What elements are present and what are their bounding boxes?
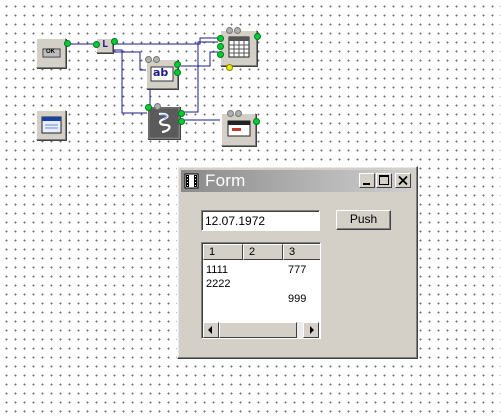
- event-pin[interactable]: [226, 64, 233, 71]
- edit-component-caption: ab: [153, 66, 169, 79]
- splitter-component[interactable]: L: [93, 38, 118, 53]
- output-pin[interactable]: [254, 33, 261, 40]
- output-pin[interactable]: [174, 61, 181, 68]
- button-component-caption: OK: [46, 49, 55, 55]
- form-window[interactable]: Form 12.07.1972 Push: [177, 166, 418, 359]
- splitter-icon: L: [102, 39, 109, 50]
- input-pin[interactable]: [93, 41, 100, 48]
- maximize-button[interactable]: [376, 173, 392, 188]
- input-pin[interactable]: [217, 35, 224, 42]
- input-pin[interactable]: [217, 43, 224, 50]
- input-pin[interactable]: [153, 56, 160, 63]
- button-component[interactable]: OK: [36, 38, 71, 68]
- output-pin[interactable]: [111, 38, 118, 45]
- script-icon: [150, 109, 178, 137]
- push-button[interactable]: Push: [336, 210, 391, 230]
- output-pin[interactable]: [178, 118, 185, 125]
- minimize-icon: [363, 183, 370, 185]
- form-component[interactable]: [36, 110, 66, 140]
- input-pin[interactable]: [145, 104, 152, 111]
- input-pin[interactable]: [227, 110, 234, 117]
- input-pin[interactable]: [145, 56, 152, 63]
- output-pin[interactable]: [253, 118, 260, 125]
- grid-component[interactable]: [217, 27, 261, 71]
- output-pin[interactable]: [178, 110, 185, 117]
- close-button[interactable]: [395, 173, 411, 188]
- arrow-left-icon: [208, 326, 212, 334]
- input-pin[interactable]: [154, 103, 161, 110]
- scroll-right-button[interactable]: [303, 322, 319, 338]
- grid-header: 1 2 3: [203, 244, 320, 261]
- form-icon: [41, 116, 62, 134]
- edit-component[interactable]: ab: [145, 56, 181, 89]
- grid-icon: [228, 36, 250, 58]
- input-pin[interactable]: [235, 110, 242, 117]
- date-input[interactable]: 12.07.1972: [201, 210, 320, 231]
- scroll-left-button[interactable]: [203, 322, 219, 338]
- input-pin[interactable]: [234, 27, 241, 34]
- grid-column-header[interactable]: 1: [203, 244, 243, 260]
- edit-icon: [150, 66, 174, 82]
- input-pin[interactable]: [226, 27, 233, 34]
- grid-column-header[interactable]: 3: [283, 244, 320, 260]
- string-grid[interactable]: 1 2 3 1111 777 2222 999: [201, 242, 321, 339]
- grid-cell[interactable]: 999: [288, 293, 307, 305]
- button-icon: [42, 48, 61, 58]
- panel-component[interactable]: [221, 110, 260, 146]
- grid-column-header[interactable]: 2: [243, 244, 283, 260]
- grid-cell[interactable]: 1111: [206, 264, 229, 276]
- output-pin[interactable]: [64, 40, 71, 47]
- arrow-right-icon: [310, 326, 314, 334]
- scroll-thumb[interactable]: [219, 322, 297, 338]
- grid-cell[interactable]: 2222: [206, 278, 231, 290]
- minimize-button[interactable]: [359, 173, 375, 188]
- panel-icon: [227, 120, 251, 137]
- output-pin[interactable]: [174, 69, 181, 76]
- input-pin[interactable]: [217, 51, 224, 58]
- film-icon: [184, 173, 199, 189]
- title-bar[interactable]: Form: [181, 170, 414, 192]
- maximize-icon: [379, 175, 389, 185]
- window-title: Form: [205, 171, 246, 190]
- script-component[interactable]: [145, 103, 185, 139]
- close-icon: [398, 175, 408, 186]
- grid-cell[interactable]: 777: [288, 264, 307, 276]
- horizontal-scrollbar[interactable]: [203, 322, 319, 338]
